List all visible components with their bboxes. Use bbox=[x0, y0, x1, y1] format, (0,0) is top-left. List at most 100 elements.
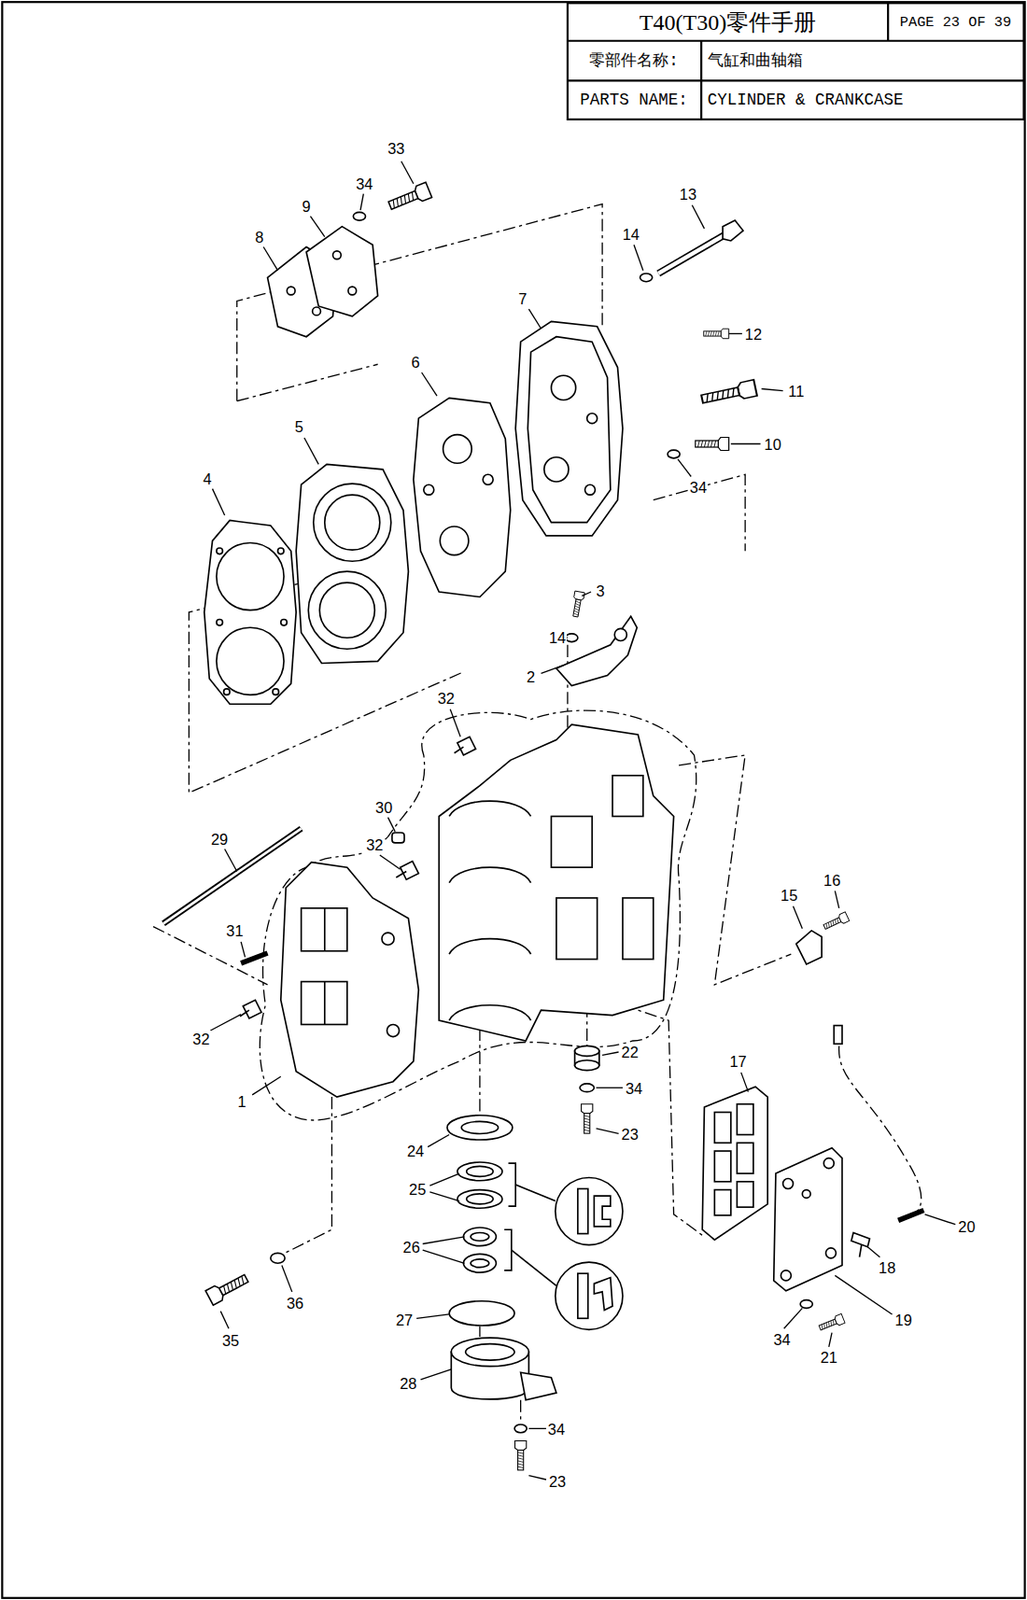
part-outlines bbox=[295, 464, 408, 663]
part-outlines bbox=[780, 1270, 791, 1281]
bolts bbox=[703, 328, 730, 338]
callout-number: 21 bbox=[819, 1349, 839, 1366]
bolts bbox=[695, 437, 730, 451]
part-outlines bbox=[714, 1190, 731, 1216]
callout-number: 27 bbox=[394, 1311, 414, 1329]
leader-lines bbox=[581, 591, 591, 596]
callout-number: 36 bbox=[285, 1294, 305, 1312]
part-outlines bbox=[823, 1158, 834, 1169]
callout-number: 7 bbox=[517, 290, 528, 308]
part-outlines bbox=[301, 982, 348, 1026]
leader-lines bbox=[602, 1052, 619, 1056]
assembly-dash-lines bbox=[153, 204, 922, 1422]
leader-lines bbox=[541, 665, 564, 675]
bolts bbox=[822, 912, 850, 932]
part-outlines bbox=[658, 233, 727, 274]
callout-number: 15 bbox=[779, 886, 799, 904]
leader-lines bbox=[596, 1087, 623, 1089]
part-outlines bbox=[593, 1278, 613, 1311]
callout-number: 12 bbox=[744, 325, 763, 343]
table-cell: PARTS NAME: bbox=[578, 91, 689, 110]
part-outlines bbox=[457, 1162, 503, 1182]
part-outlines bbox=[461, 1121, 498, 1134]
part-outlines bbox=[515, 1184, 556, 1201]
part-outlines bbox=[555, 1177, 623, 1245]
callout-number: 3 bbox=[594, 582, 605, 600]
leader-lines bbox=[240, 942, 245, 957]
callout-number: 13 bbox=[678, 185, 698, 203]
part-outlines bbox=[443, 435, 473, 465]
part-outlines bbox=[658, 233, 727, 274]
part-outlines bbox=[702, 1086, 768, 1240]
callout-number: 26 bbox=[402, 1238, 422, 1256]
leader-lines bbox=[388, 817, 396, 832]
table-cell: 零部件名称: bbox=[588, 52, 680, 71]
part-outlines bbox=[511, 1250, 557, 1286]
part-outlines bbox=[514, 1424, 527, 1434]
callout-number: 34 bbox=[772, 1331, 791, 1349]
part-outlines bbox=[438, 724, 674, 1042]
leader-lines bbox=[429, 1192, 460, 1202]
callout-number: 23 bbox=[620, 1125, 640, 1143]
part-outlines bbox=[593, 1195, 610, 1227]
callout-number: 17 bbox=[728, 1053, 747, 1070]
callout-number: 14 bbox=[621, 225, 641, 243]
part-outlines bbox=[423, 484, 435, 495]
leader-lines bbox=[422, 372, 437, 396]
part-outlines bbox=[482, 474, 493, 485]
part-outlines bbox=[224, 689, 231, 696]
bolts bbox=[386, 182, 432, 213]
part-outlines bbox=[216, 543, 284, 611]
leader-lines bbox=[741, 1072, 749, 1093]
header-table bbox=[567, 79, 1025, 82]
part-outlines bbox=[333, 251, 342, 260]
part-outlines bbox=[439, 526, 469, 556]
callout-number: 34 bbox=[689, 478, 708, 496]
leader-lines bbox=[925, 1214, 957, 1225]
leader-lines bbox=[309, 216, 324, 238]
part-outlines bbox=[585, 484, 596, 495]
callout-number: 35 bbox=[221, 1332, 240, 1350]
part-outlines bbox=[556, 898, 598, 960]
part-outlines bbox=[447, 1115, 513, 1140]
callout-number: 31 bbox=[225, 922, 244, 940]
part-outlines bbox=[577, 1188, 589, 1234]
part-outlines bbox=[773, 1148, 843, 1292]
part-outlines bbox=[449, 1301, 515, 1326]
part-outlines bbox=[216, 627, 284, 695]
part-outlines bbox=[736, 1181, 753, 1208]
callout-number: 6 bbox=[409, 353, 421, 371]
assembly-dash-lines bbox=[839, 1045, 922, 1212]
leader-lines bbox=[401, 161, 414, 184]
callout-number: 11 bbox=[787, 382, 805, 400]
leader-lines bbox=[281, 1265, 293, 1292]
part-outlines bbox=[323, 982, 326, 1026]
part-outlines bbox=[466, 1166, 493, 1177]
part-outlines bbox=[556, 616, 637, 686]
part-outlines bbox=[306, 226, 379, 317]
leader-lines bbox=[731, 443, 761, 445]
part-outlines bbox=[722, 220, 744, 241]
leader-lines bbox=[212, 489, 226, 516]
callout-number: 9 bbox=[300, 197, 311, 215]
header-table bbox=[567, 40, 1025, 43]
part-outlines bbox=[579, 1083, 594, 1093]
part-outlines bbox=[301, 908, 348, 952]
bolts bbox=[700, 379, 758, 408]
part-outlines bbox=[544, 457, 569, 482]
leader-lines bbox=[263, 247, 278, 271]
leader-lines bbox=[427, 1135, 450, 1148]
bolts bbox=[205, 182, 850, 1471]
part-outlines bbox=[386, 1024, 399, 1037]
part-outlines bbox=[612, 775, 644, 817]
leader-lines bbox=[677, 459, 691, 478]
callout-number: 5 bbox=[294, 418, 305, 436]
part-outlines bbox=[204, 520, 296, 704]
part-outlines bbox=[800, 1300, 813, 1309]
part-outlines bbox=[457, 1190, 503, 1210]
leader-lines bbox=[829, 1333, 832, 1348]
callout-number: 32 bbox=[365, 836, 384, 854]
